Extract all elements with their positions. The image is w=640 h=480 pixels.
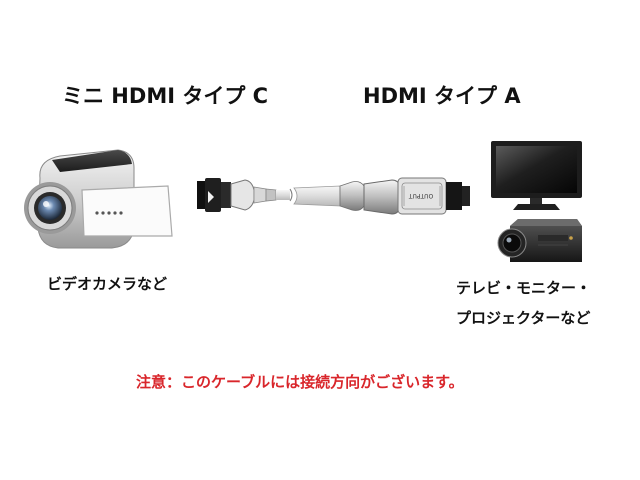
hdmi-type-a-plug-icon: OUTPUT [363, 177, 470, 215]
monitor-icon [491, 141, 582, 210]
camera-indicator-dots [95, 211, 123, 215]
hdmi-cable [276, 181, 365, 211]
hdmi-type-a-label: HDMI タイプ A [363, 84, 521, 108]
mini-hdmi-type-c-label: ミニ HDMI タイプ C [62, 84, 269, 108]
projector-icon [497, 219, 582, 262]
display-caption: テレビ・モニター・ プロジェクターなど [456, 273, 591, 333]
camera-caption: ビデオカメラなど [47, 275, 168, 293]
direction-note: 注意：このケーブルには接続方向がございます。 [136, 373, 464, 391]
display-caption-line2: プロジェクターなど [456, 309, 591, 327]
connector-output-marking: OUTPUT [408, 192, 433, 199]
mini-hdmi-plug-icon [197, 178, 277, 212]
camera-lens-icon [38, 196, 62, 220]
camcorder-icon [24, 149, 173, 249]
display-caption-line1: テレビ・モニター・ [456, 279, 592, 297]
